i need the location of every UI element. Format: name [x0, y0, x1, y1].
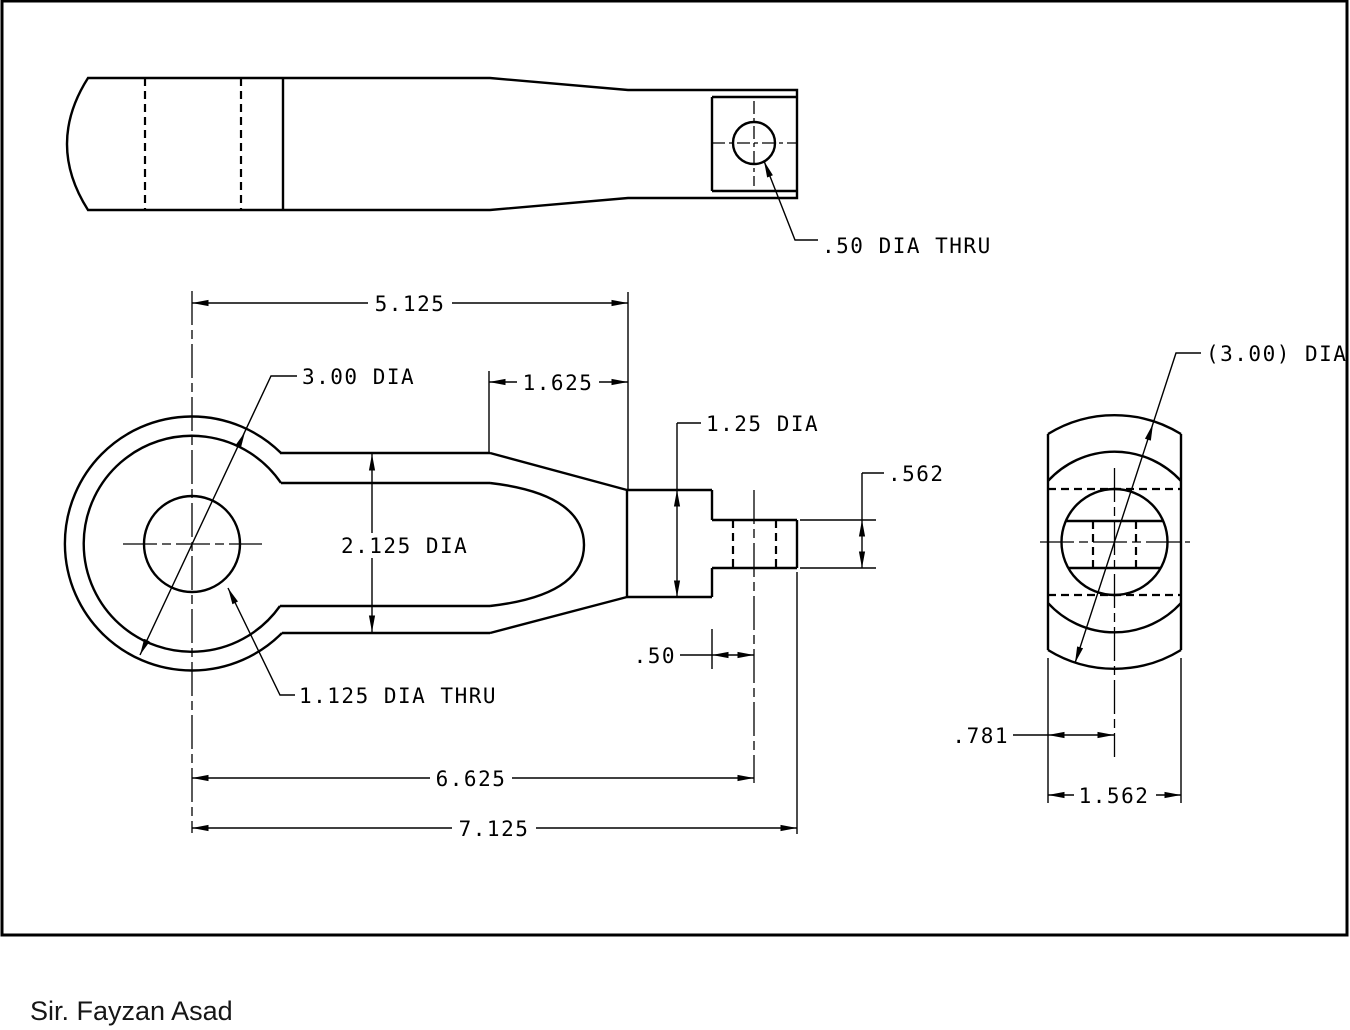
taper-bottom [490, 597, 627, 633]
disc-inner-arc [84, 436, 281, 652]
slot-curve [490, 483, 584, 606]
leader-line [764, 161, 818, 240]
dim-cyl-dia-label: 1.25 DIA [706, 412, 819, 436]
leader-line [862, 473, 884, 520]
dim-to-hole-center-label: 6.625 [436, 767, 507, 791]
dim-neck-length-label: 1.625 [523, 371, 594, 395]
author-note: Sir. Fayzan Asad [30, 996, 233, 1026]
side-view: .781 1.562 (3.00) DIA [952, 342, 1347, 808]
dim-hole-callout-label: 1.125 DIA THRU [299, 684, 497, 708]
top-view-outline [67, 78, 797, 210]
dim-overall-length-label: 7.125 [459, 817, 530, 841]
top-view: .50 DIA THRU [67, 78, 992, 258]
side-inner-top-arc [1048, 452, 1181, 481]
leader-line [677, 423, 701, 490]
extension-line [800, 520, 876, 568]
stub-outline-top-view [712, 97, 796, 191]
sheet-border [2, 1, 1347, 935]
dim-shank-dia-label: 2.125 DIA [341, 534, 468, 558]
leader-line [228, 588, 295, 695]
dim-line-diagonal [1075, 353, 1201, 663]
front-view: 5.125 1.625 3.00 DIA 2.125 DIA 1.25 DIA … [65, 291, 945, 841]
side-top-arc [1048, 415, 1181, 434]
leader-arrow [225, 586, 238, 605]
dim-stub-height-label: .562 [888, 462, 945, 486]
dim-stub-to-hole-label: .50 [634, 644, 676, 668]
dim-line-diagonal [140, 376, 297, 655]
dim-disc-dia-label: 3.00 DIA [302, 365, 415, 389]
hidden-line [1093, 521, 1136, 568]
dim-center-offset-label: .781 [952, 724, 1009, 748]
extension-line [1048, 658, 1181, 803]
dim-flat-length-label: 5.125 [375, 292, 446, 316]
dim-ref-dia-label: (3.00) DIA [1206, 342, 1347, 366]
dim-arrow [235, 430, 248, 449]
dim-width-label: 1.562 [1079, 784, 1150, 808]
dim-arrow [1144, 423, 1156, 441]
top-hole-callout-label: .50 DIA THRU [822, 234, 992, 258]
disc-outer-arc [65, 416, 282, 670]
taper-top [490, 453, 627, 490]
